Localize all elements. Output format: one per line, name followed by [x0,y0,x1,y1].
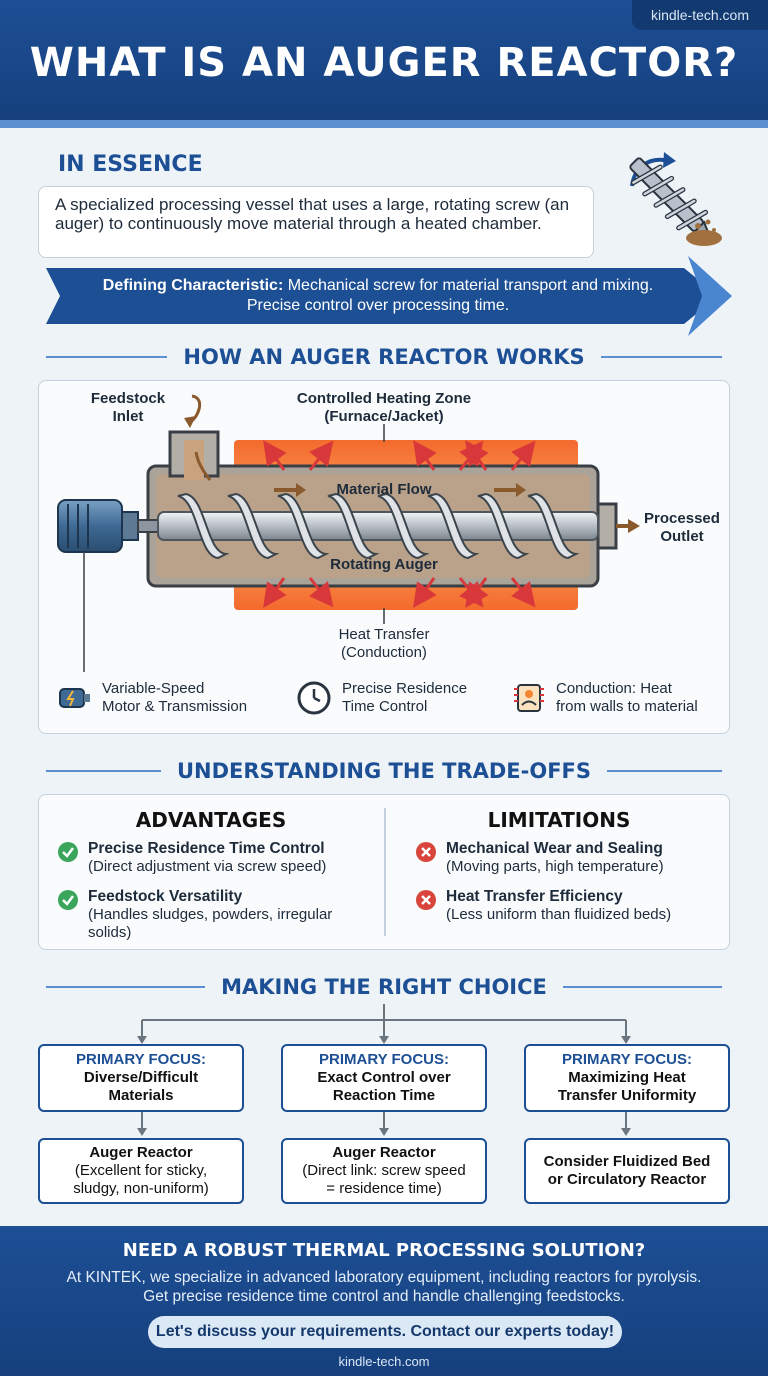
clock-icon [297,681,331,715]
label-heat-transfer: Heat Transfer(Conduction) [338,626,430,661]
outlet-spout [596,502,618,550]
focus-box-materials: PRIMARY FOCUS: Diverse/Difficult Materia… [38,1044,244,1112]
choice-divider: MAKING THE RIGHT CHOICE [0,972,768,1002]
header-stripe [0,120,768,128]
advantages-title: ADVANTAGES [135,808,287,832]
motor-icon [59,688,90,708]
reactor-diagram [57,394,640,672]
footer-body: At KINTEK, we specialize in advanced lab… [66,1269,702,1305]
x-icon [416,890,436,910]
characteristic-arrow [46,256,732,336]
tradeoffs-divider: UNDERSTANDING THE TRADE-OFFS [0,756,768,786]
site-tag[interactable]: kindle-tech.com [632,0,768,30]
footer-title: NEED A ROBUST THERMAL PROCESSING SOLUTIO… [122,1240,646,1261]
advantage-item: Feedstock Versatility(Handles sludges, p… [58,888,332,942]
characteristic-line-2: Precise control over processing time. [246,297,510,314]
essence-heading: IN ESSENCE [58,152,203,177]
x-icon [416,842,436,862]
choice-connectors [137,1004,631,1136]
result-box-heat-uniformity: Consider Fluidized Bed or Circulatory Re… [524,1138,730,1204]
tradeoffs-divider-line [384,808,386,936]
footer-banner [0,1226,768,1376]
conduction-icon [514,684,544,712]
contact-cta-button[interactable]: Let's discuss your requirements. Contact… [148,1316,622,1348]
works-divider: HOW AN AUGER REACTOR WORKS [0,342,768,372]
tradeoffs-heading: UNDERSTANDING THE TRADE-OFFS [176,759,592,783]
works-heading: HOW AN AUGER REACTOR WORKS [183,345,585,369]
label-material-flow: Material Flow [336,481,432,498]
choice-heading: MAKING THE RIGHT CHOICE [221,975,547,999]
limitation-item: Heat Transfer Efficiency(Less uniform th… [416,888,671,924]
result-box-reaction-time: Auger Reactor (Direct link: screw speed … [281,1138,487,1204]
result-box-materials: Auger Reactor (Excellent for sticky, slu… [38,1138,244,1204]
check-icon [58,842,78,862]
limitation-item: Mechanical Wear and Sealing(Moving parts… [416,840,664,876]
characteristic-label: Defining Characteristic: [102,277,284,294]
check-icon [58,890,78,910]
footer-url-link[interactable]: kindle-tech.com [338,1354,430,1369]
motor [57,499,169,553]
page-title: WHAT IS AN AUGER REACTOR? [29,40,739,86]
characteristic-line-1: Mechanical screw for material transport … [287,277,654,294]
label-heating-zone: Controlled Heating Zone(Furnace/Jacket) [296,390,472,425]
essence-description: A specialized processing vessel that use… [38,186,594,258]
focus-box-reaction-time: PRIMARY FOCUS: Exact Control over Reacti… [281,1044,487,1112]
limitations-title: LIMITATIONS [487,808,631,832]
label-rotating-auger: Rotating Auger [330,556,438,573]
auger-screw-icon [629,152,722,246]
advantage-item: Precise Residence Time Control(Direct ad… [58,840,326,876]
characteristic-text: Defining Characteristic: Mechanical scre… [60,276,696,316]
focus-box-heat-uniformity: PRIMARY FOCUS: Maximizing Heat Transfer … [524,1044,730,1112]
